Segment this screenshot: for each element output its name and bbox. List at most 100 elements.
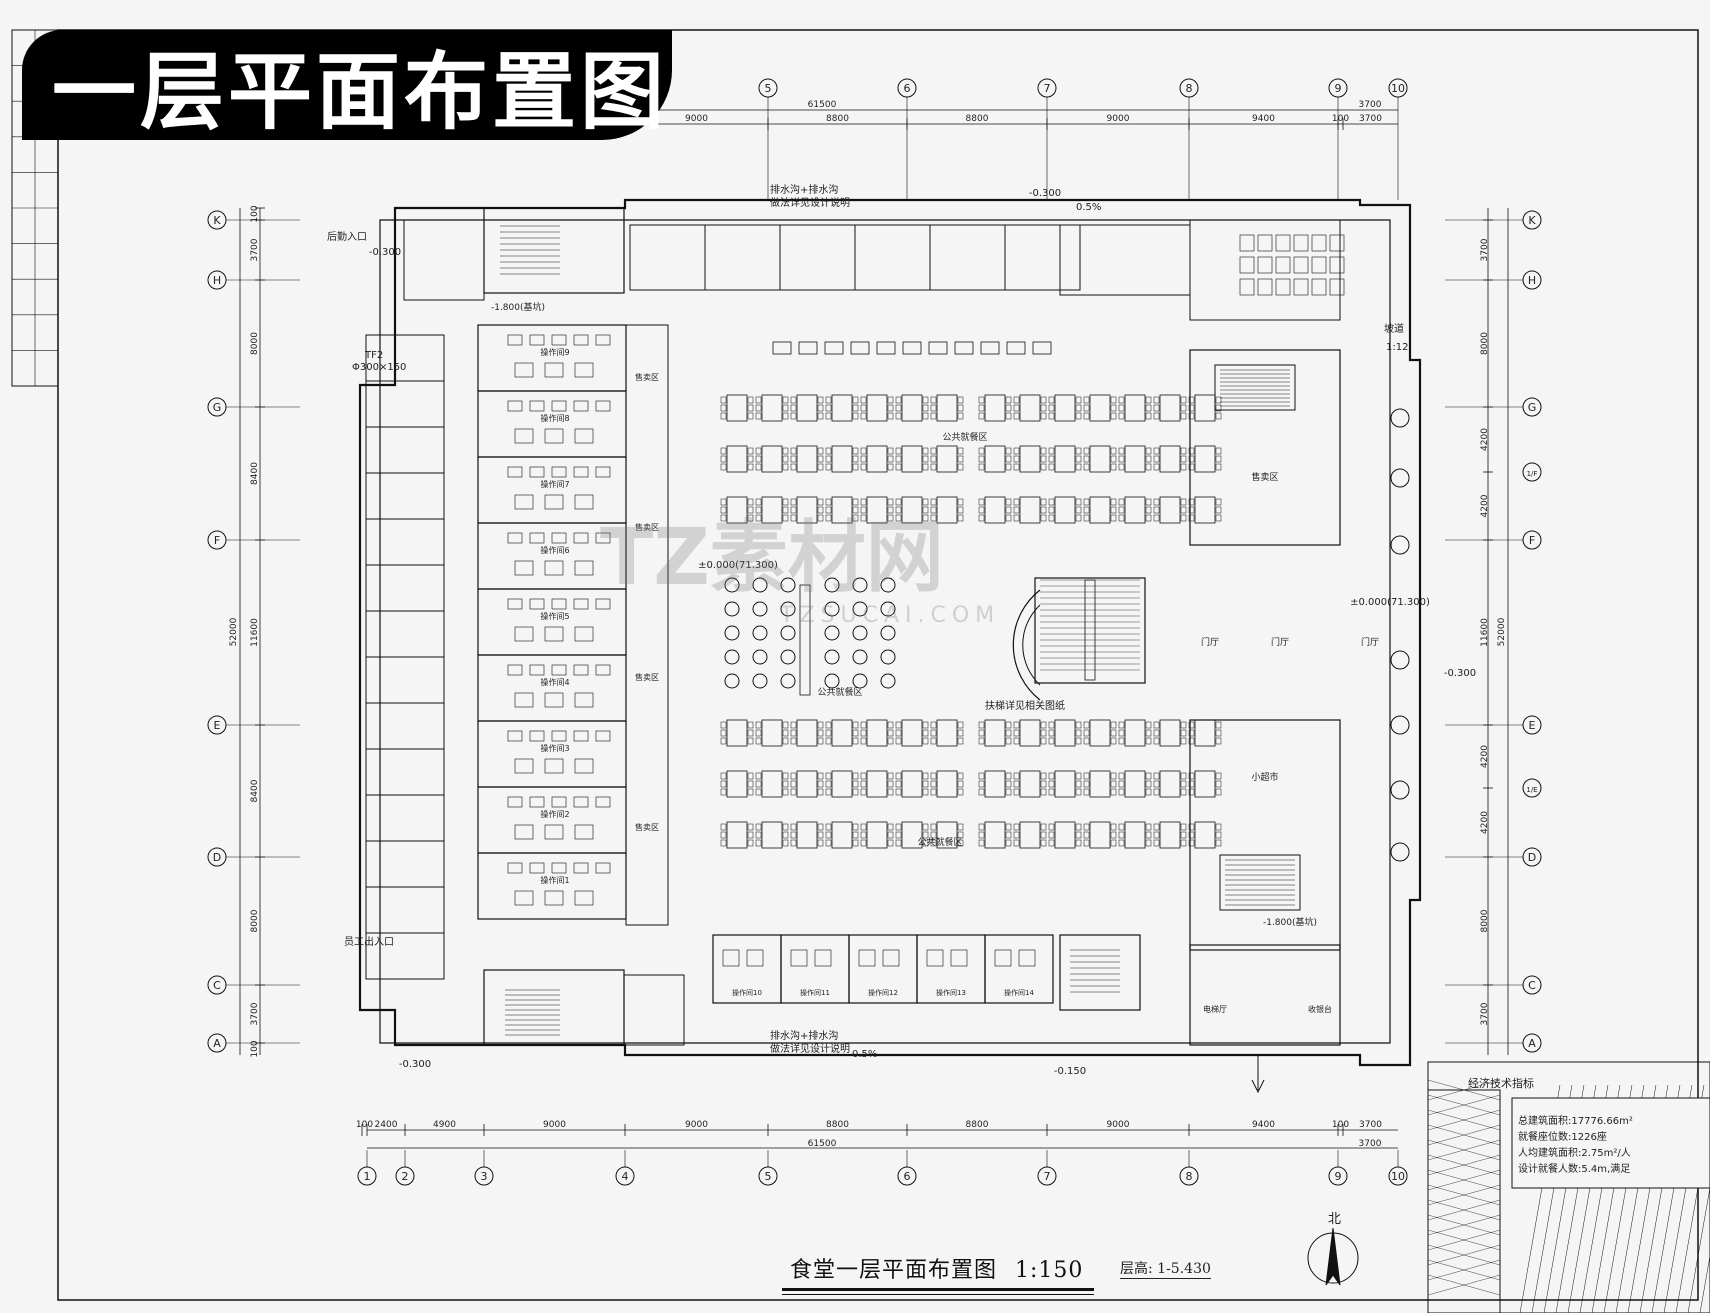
dim-top-extra: 3700 [1359,100,1382,110]
chair [790,737,797,745]
chair [1215,463,1222,471]
dining-table [726,770,748,798]
level-mark: -0.150 [1054,1066,1086,1077]
chair [1013,498,1020,506]
dining-table [1054,394,1076,422]
chair [1110,823,1117,831]
chair [1083,839,1090,847]
dining-table [901,821,923,849]
stall-equipment [573,796,589,808]
service-room [365,656,445,704]
chair [1075,498,1082,506]
dining-table [866,445,888,473]
dim-left-seg: 100 [250,1040,260,1057]
chair [887,780,894,788]
chair [782,831,789,839]
stall-equipment [551,730,567,742]
chair [790,772,797,780]
chair [817,729,824,737]
chair [1040,455,1047,463]
service-room [365,886,445,934]
chair [1040,729,1047,737]
legend-row-4: 设计就餐人数:5.4m,满足 [1518,1164,1631,1175]
level-mark: -0.300 [369,247,401,258]
dining-table [1159,394,1181,422]
chair [1215,455,1222,463]
chair [755,396,762,404]
chair [895,780,902,788]
chair [1075,396,1082,404]
toilet-stall [1257,234,1273,252]
dining-table [1124,821,1146,849]
stair-lt6 [1219,854,1301,911]
chair [895,498,902,506]
chair [922,447,929,455]
chair [895,788,902,796]
chair [1005,772,1012,780]
dining-table [936,719,958,747]
toilet-stall [1239,234,1255,252]
dining-table [726,821,748,849]
chair [1083,412,1090,420]
lobby-label-1: 门厅 [1201,636,1219,648]
chair [1180,506,1187,514]
top-service-room [629,224,706,291]
bottom-stall-label: 操作间14 [1004,988,1034,997]
dim-bottom-seg: 100 [356,1120,373,1130]
round-table [724,649,740,665]
stall-counter [544,494,564,510]
axis-label-right-1E: 1/E [1526,786,1537,794]
chair [1180,772,1187,780]
chair [1040,396,1047,404]
chair [860,823,867,831]
round-table [824,601,840,617]
toilet-stall [1311,234,1327,252]
chair [1075,455,1082,463]
chair [825,721,832,729]
chair [747,463,754,471]
chair [852,737,859,745]
dining-table [1089,445,1111,473]
dim-right-seg: 3700 [1480,1002,1490,1025]
chair [1180,737,1187,745]
chair [930,396,937,404]
chair [1013,839,1020,847]
chair [860,396,867,404]
axis-label-bottom-6: 6 [904,1170,911,1183]
chair [895,831,902,839]
axis-label-right-A: A [1528,1037,1536,1050]
chair [1005,506,1012,514]
chair [978,729,985,737]
chair [978,839,985,847]
chair [790,780,797,788]
chair [957,780,964,788]
chair [1048,737,1055,745]
dim-right-seg: 4200 [1480,494,1490,517]
chair [1040,788,1047,796]
chair [1013,780,1020,788]
dining-table [761,445,783,473]
chair [1215,737,1222,745]
chair [720,772,727,780]
chair [895,447,902,455]
chair [1110,412,1117,420]
chair [1188,721,1195,729]
chair [1145,772,1152,780]
dining-table [761,496,783,524]
chair [825,780,832,788]
chair [930,506,937,514]
chair [852,721,859,729]
chair [1048,780,1055,788]
chair [1118,463,1125,471]
chair [978,788,985,796]
dining-table [796,719,818,747]
chair [1013,772,1020,780]
stall-counter [574,626,594,642]
axis-label-left-A: A [213,1037,221,1050]
chair [1145,839,1152,847]
dim-right-seg: 4200 [1480,428,1490,451]
stall-equipment [882,949,900,967]
stall-equipment [573,664,589,676]
dining-table [866,719,888,747]
